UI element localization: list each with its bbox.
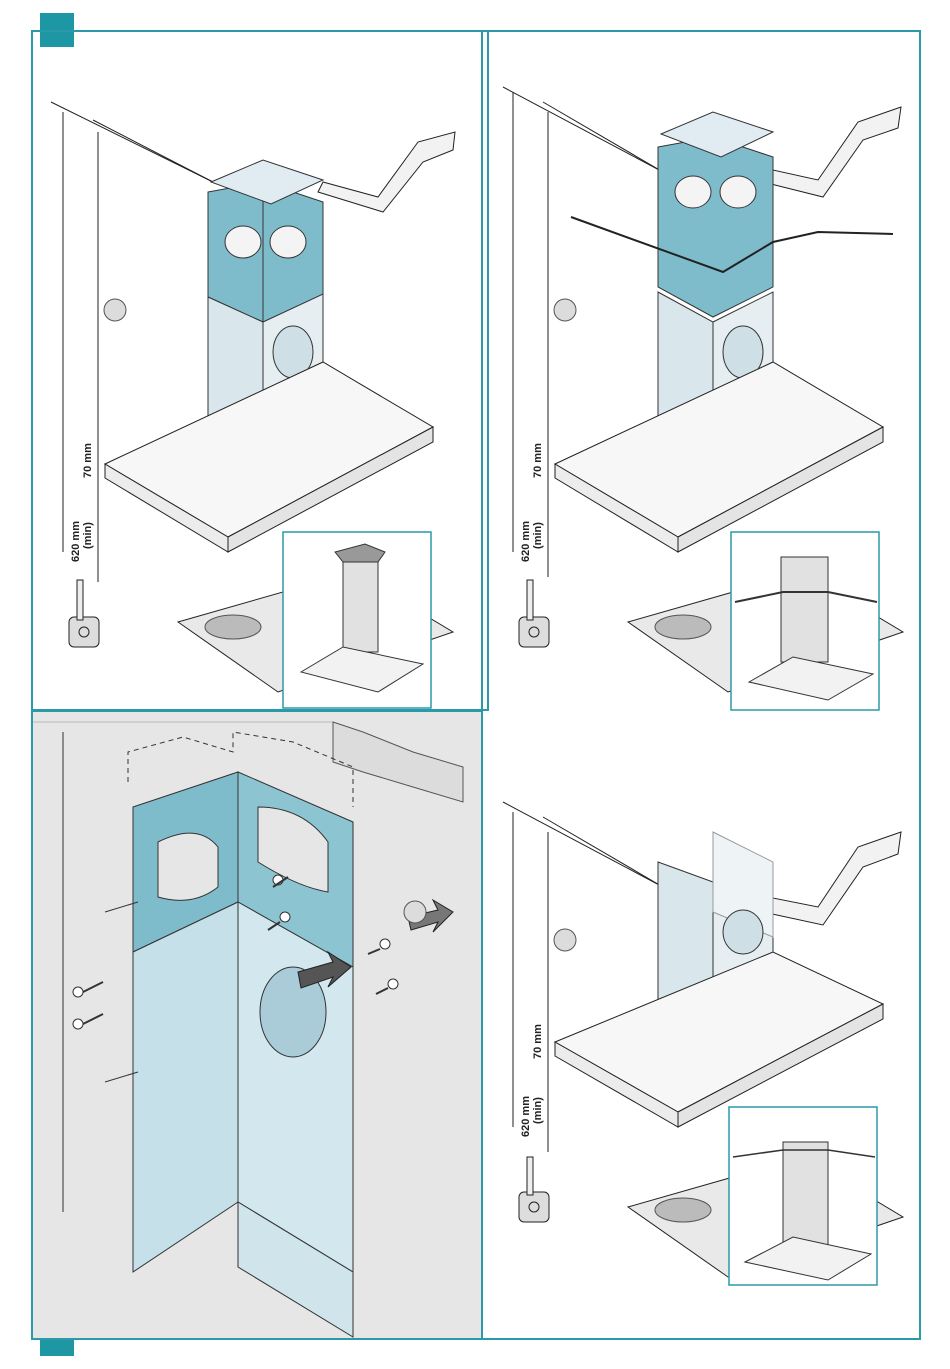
step4-dim-bottom: 620 mm: [520, 1096, 532, 1137]
step1-dim-bottom: 620 mm: [70, 521, 82, 562]
step2-dim-top: 70 mm: [532, 443, 544, 478]
step4-dim-bottom-sub: (min): [532, 1097, 544, 1124]
measuring-tape-icon: [69, 580, 99, 647]
step2-panel: 70 mm 620 mm (min) 70 mm 620 mm (min): [481, 30, 921, 1340]
step-circle-icon: [404, 901, 426, 923]
step2-dim-bottom-sub: (min): [532, 522, 544, 549]
step1-illustration: 70 mm 620 mm (min): [33, 32, 491, 713]
measuring-tape-icon: [519, 580, 549, 647]
step1-panel: 70 mm 620 mm (min): [31, 30, 489, 711]
step4-dim-top: 70 mm: [532, 1024, 544, 1059]
step3-illustration: [33, 712, 485, 1342]
step2-illustration: 70 mm 620 mm (min) 70 mm 620 mm (min): [483, 32, 923, 1342]
step2-dim-bottom: 620 mm: [520, 521, 532, 562]
step-circle-icon: [554, 929, 576, 951]
measuring-tape-icon: [519, 1157, 549, 1222]
step3-panel: [31, 710, 483, 1340]
step1-dim-top: 70 mm: [82, 443, 94, 478]
step-circle-icon: [554, 299, 576, 321]
step1-dim-bottom-sub: (min): [82, 522, 94, 549]
step-circle-icon: [104, 299, 126, 321]
